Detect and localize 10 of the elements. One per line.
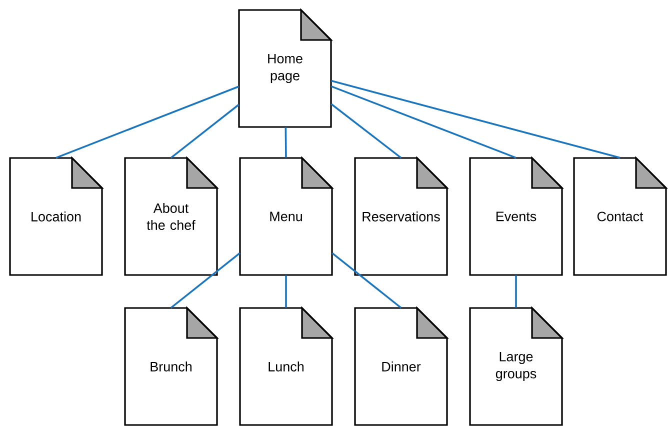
connector-line (170, 252, 240, 308)
connector-line (330, 103, 402, 158)
connector-line (332, 252, 402, 308)
connector-line (330, 80, 620, 159)
connector-line (56, 86, 240, 159)
connector-line (284, 127, 287, 158)
connector-line (285, 275, 287, 308)
connector-line (330, 85, 516, 159)
connector-line (515, 275, 517, 308)
connector-line (170, 104, 240, 158)
